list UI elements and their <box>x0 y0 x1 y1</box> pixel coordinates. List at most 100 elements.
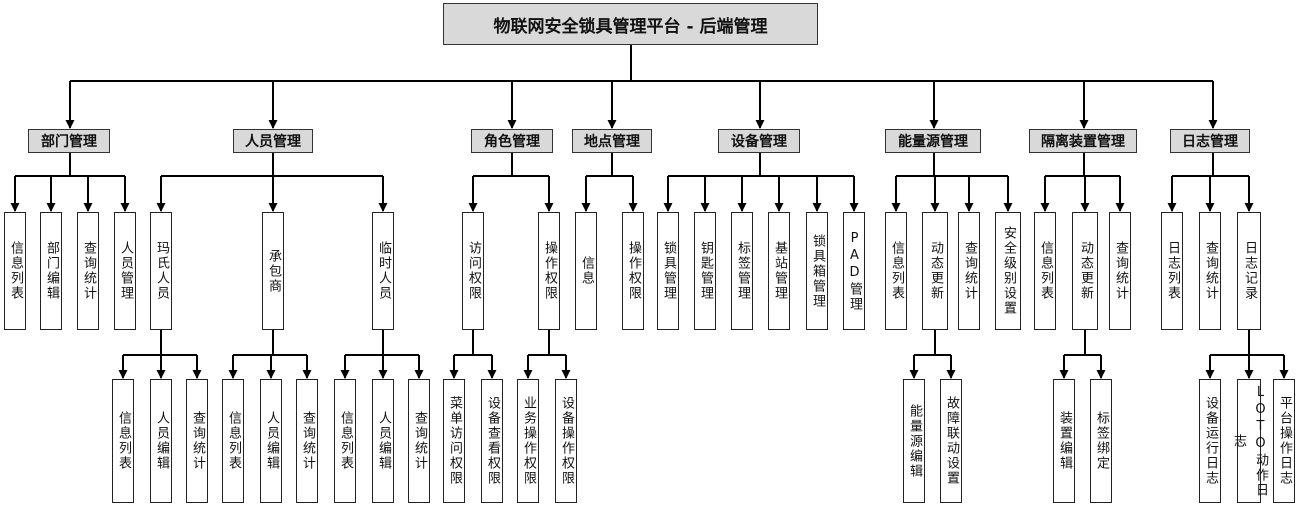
category-2: 角色管理 <box>471 129 553 153</box>
node-1-2-2-label: 查询统计 <box>412 411 427 471</box>
node-2-1-label: 操作权限 <box>542 241 557 301</box>
node-1-2-1: 人员编辑 <box>372 379 394 503</box>
category-2-label: 角色管理 <box>484 134 540 150</box>
node-1-0-1-label: 人员编辑 <box>154 411 169 471</box>
node-6-1-1: 标签绑定 <box>1090 379 1112 503</box>
node-4-0-label: 锁具管理 <box>661 241 676 301</box>
category-6: 隔离装置管理 <box>1029 129 1137 153</box>
node-1-0-label: 玛氏人员 <box>154 241 169 301</box>
node-1-2-2: 查询统计 <box>408 379 430 503</box>
node-0-2: 查询统计 <box>77 212 99 330</box>
node-1-0-0: 信息列表 <box>112 379 134 503</box>
node-0-2-label: 查询统计 <box>81 241 96 301</box>
category-4: 设备管理 <box>718 129 800 153</box>
node-6-0-label: 信息列表 <box>1038 241 1053 301</box>
node-7-0-label: 日志列表 <box>1165 241 1180 301</box>
node-6-2-label: 查询统计 <box>1113 241 1128 301</box>
node-6-2: 查询统计 <box>1109 212 1131 330</box>
node-1-2-1-label: 人员编辑 <box>376 411 391 471</box>
node-4-2-label: 标签管理 <box>735 241 750 301</box>
node-7-1-label: 查询统计 <box>1203 241 1218 301</box>
node-1-0-0-label: 信息列表 <box>116 411 131 471</box>
node-3-1-label: 操作权限 <box>626 241 641 301</box>
node-2-1-0-label: 业务操作权限 <box>521 396 536 486</box>
node-5-1-0: 能量源编辑 <box>903 379 925 503</box>
node-6-1-0-label: 装置编辑 <box>1057 411 1072 471</box>
node-4-3: 基站管理 <box>768 212 790 330</box>
node-7-0: 日志列表 <box>1161 212 1183 330</box>
node-7-2-label: 日志记录 <box>1242 241 1257 301</box>
node-2-1-1: 设备操作权限 <box>555 379 577 503</box>
node-6-0: 信息列表 <box>1034 212 1056 330</box>
node-0-1: 部门编辑 <box>40 212 62 330</box>
node-1-1-1-label: 人员编辑 <box>264 411 279 471</box>
category-6-label: 隔离装置管理 <box>1041 134 1125 150</box>
node-7-1: 查询统计 <box>1199 212 1221 330</box>
node-2-0-label: 访问权限 <box>466 241 481 301</box>
node-3-0-label: 信息 <box>579 256 594 286</box>
node-5-0: 信息列表 <box>885 212 907 330</box>
node-1-2-0-label: 信息列表 <box>338 411 353 471</box>
category-0: 部门管理 <box>28 129 110 153</box>
node-0-1-label: 部门编辑 <box>44 241 59 301</box>
node-2-0-1-label: 设备查看权限 <box>485 396 500 486</box>
node-7-2-2: 平台操作日志 <box>1273 379 1295 503</box>
node-2-0-0: 菜单访问权限 <box>443 379 465 503</box>
node-7-2-2-label: 平台操作日志 <box>1277 396 1292 486</box>
node-1-1-label: 承包商 <box>266 248 281 294</box>
node-4-1-label: 钥匙管理 <box>698 241 713 301</box>
node-5-3-label: 安全级别设置 <box>1001 226 1016 316</box>
category-3-label: 地点管理 <box>584 134 640 150</box>
node-2-1-0: 业务操作权限 <box>517 379 539 503</box>
node-5-1-1: 故障联动设置 <box>940 379 962 503</box>
root-title-box: 物联网安全锁具管理平台 - 后端管理 <box>443 3 818 45</box>
node-1-2: 临时人员 <box>372 212 394 330</box>
node-5-1-1-label: 故障联动设置 <box>944 396 959 486</box>
node-6-1: 动态更新 <box>1072 212 1098 330</box>
root-title: 物联网安全锁具管理平台 - 后端管理 <box>493 16 768 37</box>
node-0-3: 人员管理 <box>114 212 136 330</box>
node-1-1-1: 人员编辑 <box>260 379 282 503</box>
node-1-1-2-label: 查询统计 <box>300 411 315 471</box>
node-5-1-label: 动态更新 <box>928 241 943 301</box>
node-1-0-2-label: 查询统计 <box>190 411 205 471</box>
node-5-2: 查询统计 <box>958 212 980 330</box>
node-2-1-1-label: 设备操作权限 <box>559 396 574 486</box>
node-5-0-label: 信息列表 <box>889 241 904 301</box>
node-6-1-0: 装置编辑 <box>1053 379 1075 503</box>
node-0-0: 信息列表 <box>4 212 26 330</box>
node-2-1: 操作权限 <box>538 212 560 330</box>
node-4-4-label: 锁具箱管理 <box>810 233 825 309</box>
node-4-5-label: PAD管理 <box>847 230 862 312</box>
node-6-1-1-label: 标签绑定 <box>1094 411 1109 471</box>
category-7: 日志管理 <box>1170 129 1250 153</box>
node-4-2: 标签管理 <box>731 212 753 330</box>
node-1-0-2: 查询统计 <box>186 379 208 503</box>
node-0-0-label: 信息列表 <box>8 241 23 301</box>
node-6-1-label: 动态更新 <box>1078 241 1093 301</box>
node-0-3-label: 人员管理 <box>118 241 133 301</box>
category-4-label: 设备管理 <box>731 134 787 150</box>
node-4-1: 钥匙管理 <box>694 212 716 330</box>
node-7-2-0: 设备运行日志 <box>1199 379 1221 503</box>
node-2-0-1: 设备查看权限 <box>481 379 503 503</box>
node-1-0-1: 人员编辑 <box>150 379 172 503</box>
node-1-1-0: 信息列表 <box>222 379 244 503</box>
node-2-0-0-label: 菜单访问权限 <box>447 396 462 486</box>
node-5-1: 动态更新 <box>922 212 948 330</box>
category-7-label: 日志管理 <box>1182 134 1238 150</box>
node-7-2-0-label: 设备运行日志 <box>1203 396 1218 486</box>
node-4-0: 锁具管理 <box>657 212 679 330</box>
node-3-0: 信息 <box>575 212 597 330</box>
node-7-2-1-label: LOTO动作日志 <box>1231 384 1268 498</box>
node-1-2-0: 信息列表 <box>334 379 356 503</box>
node-3-1: 操作权限 <box>622 212 644 330</box>
category-1-label: 人员管理 <box>245 134 301 150</box>
category-0-label: 部门管理 <box>41 134 97 150</box>
node-1-1-0-label: 信息列表 <box>226 411 241 471</box>
node-4-4: 锁具箱管理 <box>806 212 828 330</box>
node-1-1: 承包商 <box>262 212 284 330</box>
node-4-3-label: 基站管理 <box>772 241 787 301</box>
